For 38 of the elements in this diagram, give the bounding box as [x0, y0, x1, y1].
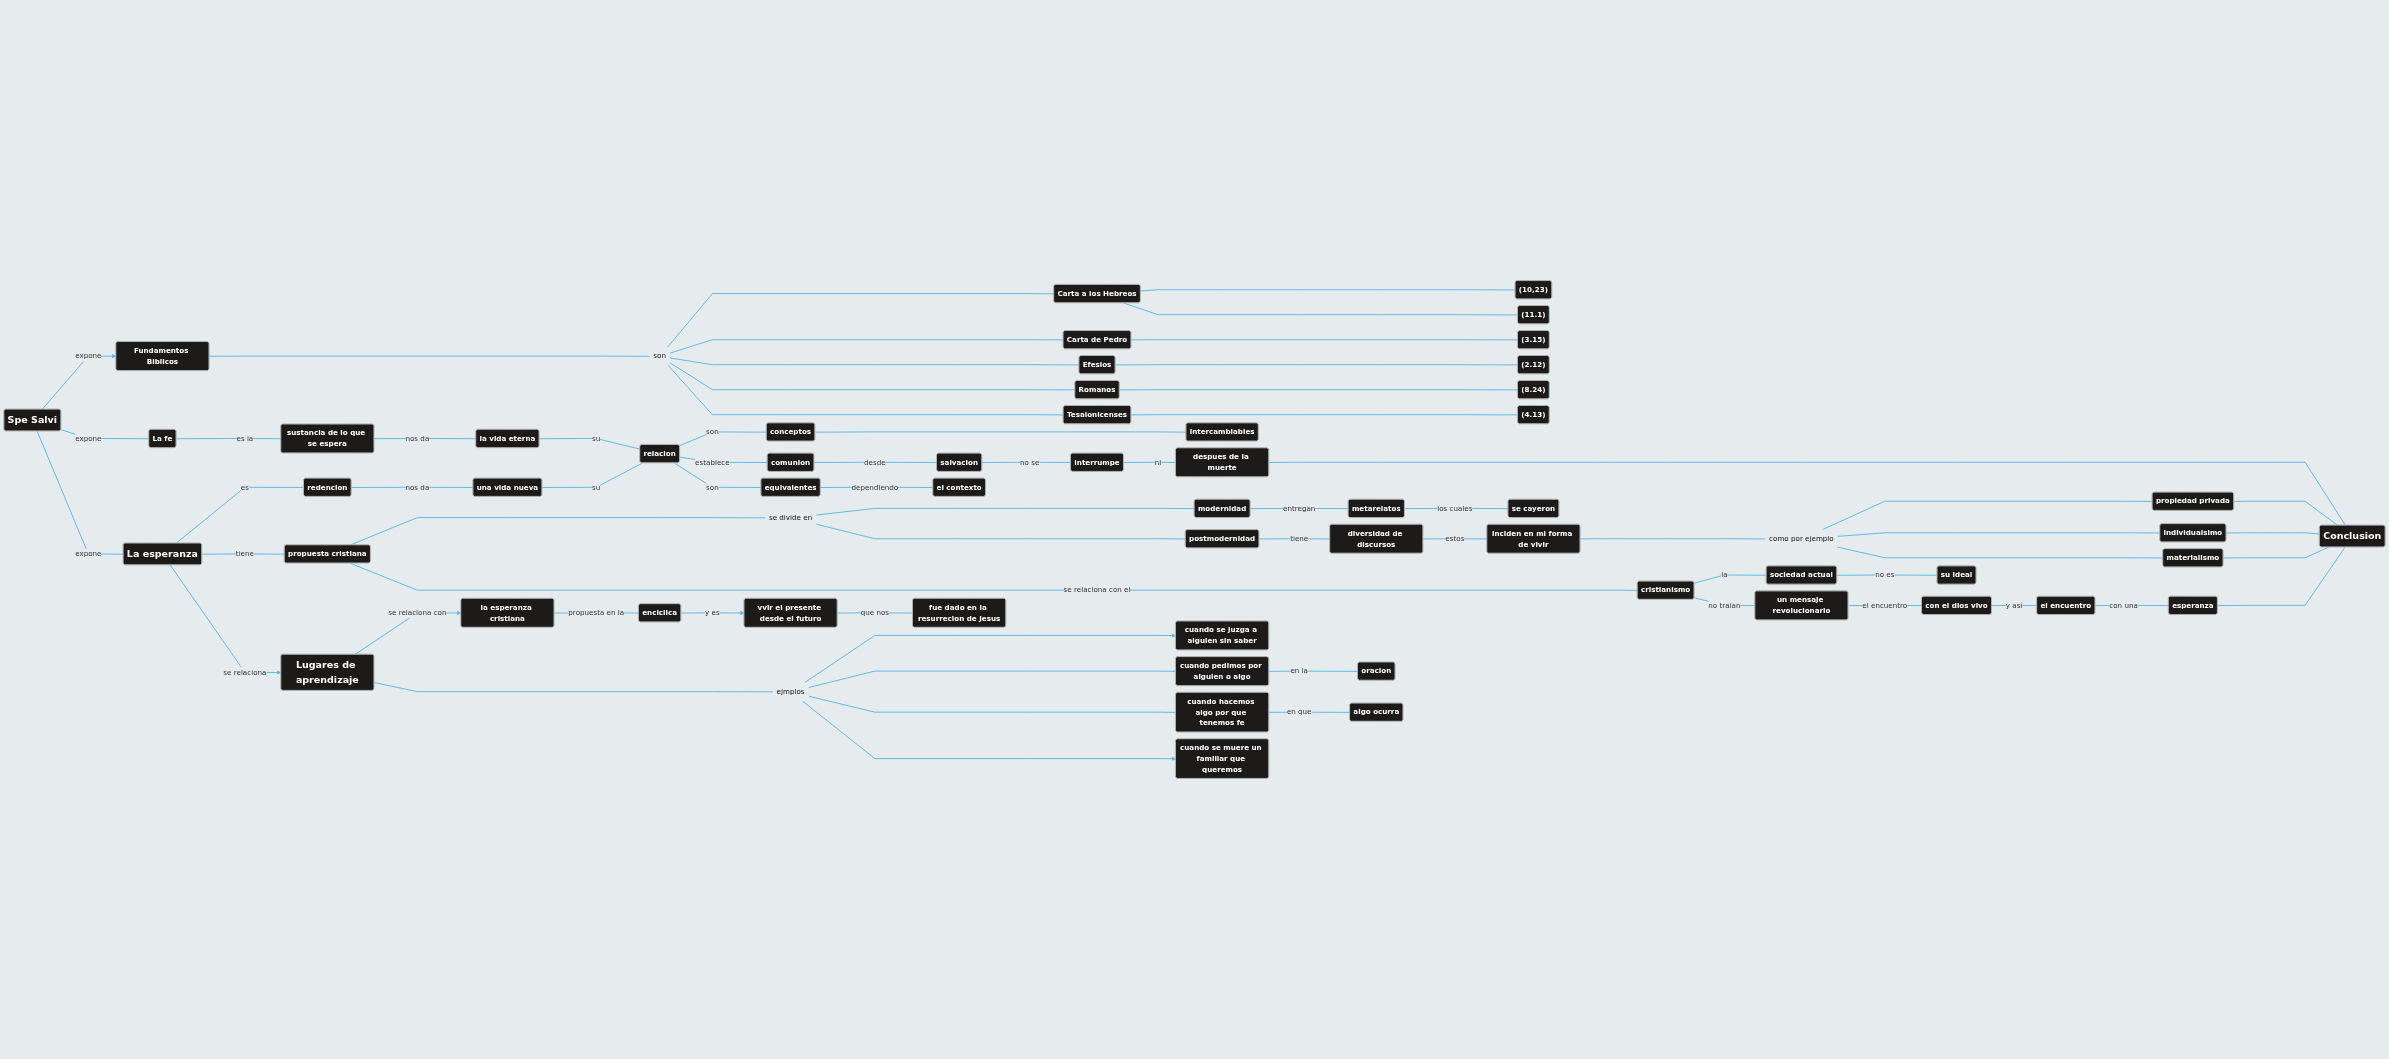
connector — [981, 461, 1072, 463]
connector — [669, 339, 1064, 354]
connector — [1130, 414, 1519, 416]
connector — [1837, 532, 2161, 537]
connector — [808, 695, 1177, 713]
connector — [208, 355, 651, 357]
connector — [808, 670, 1177, 689]
connector — [667, 293, 1055, 348]
connector — [541, 462, 644, 488]
connector — [1130, 339, 1519, 341]
connector — [1821, 500, 2153, 531]
connector — [669, 357, 1080, 366]
connector — [1114, 364, 1519, 366]
connector — [1123, 461, 1177, 463]
connector — [1119, 389, 1519, 391]
connector — [1268, 461, 2346, 526]
connector — [669, 362, 1076, 391]
connector — [673, 462, 762, 488]
connector — [373, 682, 774, 693]
connector — [1836, 546, 2164, 559]
connector — [1140, 289, 1516, 292]
connector — [538, 438, 641, 450]
connector — [1579, 538, 1767, 540]
connector — [2233, 500, 2339, 526]
connector — [2222, 546, 2330, 559]
connector — [2217, 546, 2346, 607]
connector — [814, 431, 1187, 433]
connector — [667, 364, 1064, 416]
connector — [1268, 670, 1359, 672]
connector — [36, 430, 124, 555]
connector — [175, 486, 305, 544]
connector — [350, 486, 474, 488]
connector — [679, 431, 767, 447]
connector — [1123, 302, 1519, 316]
connector — [815, 523, 1186, 540]
connector — [815, 507, 1195, 516]
connector — [1693, 574, 1767, 584]
connector — [2225, 532, 2321, 535]
